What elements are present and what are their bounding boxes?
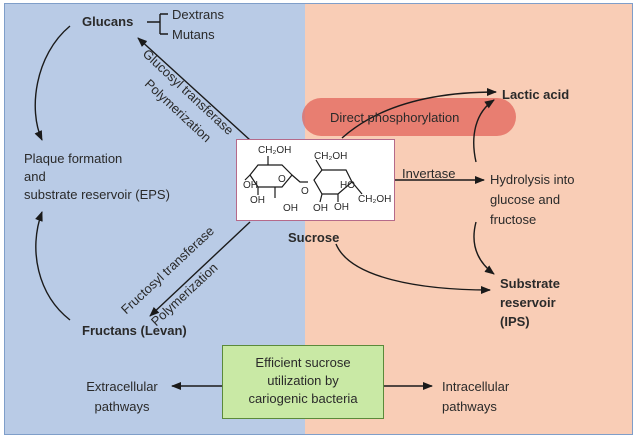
dextrans-label: Dextrans (172, 7, 225, 22)
arrow-hydrolysis-to-lactic-acid (473, 99, 495, 163)
lactic-acid-label: Lactic acid (502, 87, 570, 102)
oh-label-2: OH (250, 195, 265, 206)
center-summary-label: Efficient sucrose utilization by carioge… (222, 354, 384, 408)
right-ch2oh-bottom-label: CH₂OH (358, 194, 392, 205)
arrow-sucrose-to-lactic-acid (341, 88, 497, 139)
right-ch2oh-top-label: CH₂OH (314, 151, 348, 162)
oh-label-3: OH (283, 203, 298, 214)
sucrose-label: Sucrose (288, 230, 340, 245)
bridge-o-label: O (301, 186, 309, 197)
invertase-label: Invertase (402, 166, 456, 181)
hydrolysis-line-3: fructose (490, 212, 537, 227)
center-line-1: Efficient sucrose (255, 355, 351, 370)
ring-o-label: O (278, 174, 286, 185)
center-line-2: utilization by (267, 373, 339, 388)
substrate-reservoir-ips-label: Substrate reservoir (IPS) (500, 274, 560, 331)
intracellular-line-2: pathways (442, 399, 497, 414)
direct-phosphorylation-highlight (302, 98, 516, 136)
plaque-line-2: and (24, 169, 46, 184)
intracellular-line-1: Intracellular (442, 379, 510, 394)
arrow-hydrolysis-to-substrate (473, 221, 495, 275)
arrow-sucrose-to-substrate (335, 243, 491, 294)
plaque-line-3: substrate reservoir (EPS) (24, 187, 170, 202)
center-line-3: cariogenic bacteria (248, 391, 358, 406)
arrow-fructans-to-plaque (35, 211, 71, 321)
ho-label: HO (340, 180, 355, 191)
substrate-line-3: (IPS) (500, 314, 530, 329)
substrate-line-1: Substrate (500, 276, 560, 291)
arrow-glucans-to-plaque (34, 25, 71, 141)
arrow-sucrose-to-glucans (137, 37, 251, 141)
sucrose-structure-box (236, 139, 395, 221)
oh-label-1: OH (243, 180, 258, 191)
oh-label-4: OH (313, 203, 328, 214)
left-ch2oh-label: CH₂OH (258, 145, 292, 156)
oh-label-5: OH (334, 202, 349, 213)
plaque-formation-label: Plaque formation and substrate reservoir… (24, 150, 170, 204)
dextrans-bracket (147, 13, 168, 35)
glucans-label: Glucans (82, 14, 134, 29)
plaque-line-1: Plaque formation (24, 151, 123, 166)
hydrolysis-line-1: Hydrolysis into (490, 172, 575, 187)
mutans-label: Mutans (172, 27, 215, 42)
extracellular-pathways-label: Extracellular pathways (72, 377, 172, 417)
extracellular-line-2: pathways (94, 399, 150, 414)
intracellular-pathways-label: Intracellular pathways (442, 377, 509, 417)
direct-phosphorylation-label: Direct phosphorylation (330, 110, 460, 125)
substrate-line-2: reservoir (500, 295, 556, 310)
center-summary-box (222, 345, 384, 419)
hydrolysis-line-2: glucose and (490, 192, 561, 207)
extracellular-line-1: Extracellular (86, 379, 158, 394)
arrow-sucrose-to-fructans (149, 221, 251, 317)
hydrolysis-label: Hydrolysis into glucose and fructose (490, 170, 575, 230)
fructans-label: Fructans (Levan) (82, 323, 187, 338)
